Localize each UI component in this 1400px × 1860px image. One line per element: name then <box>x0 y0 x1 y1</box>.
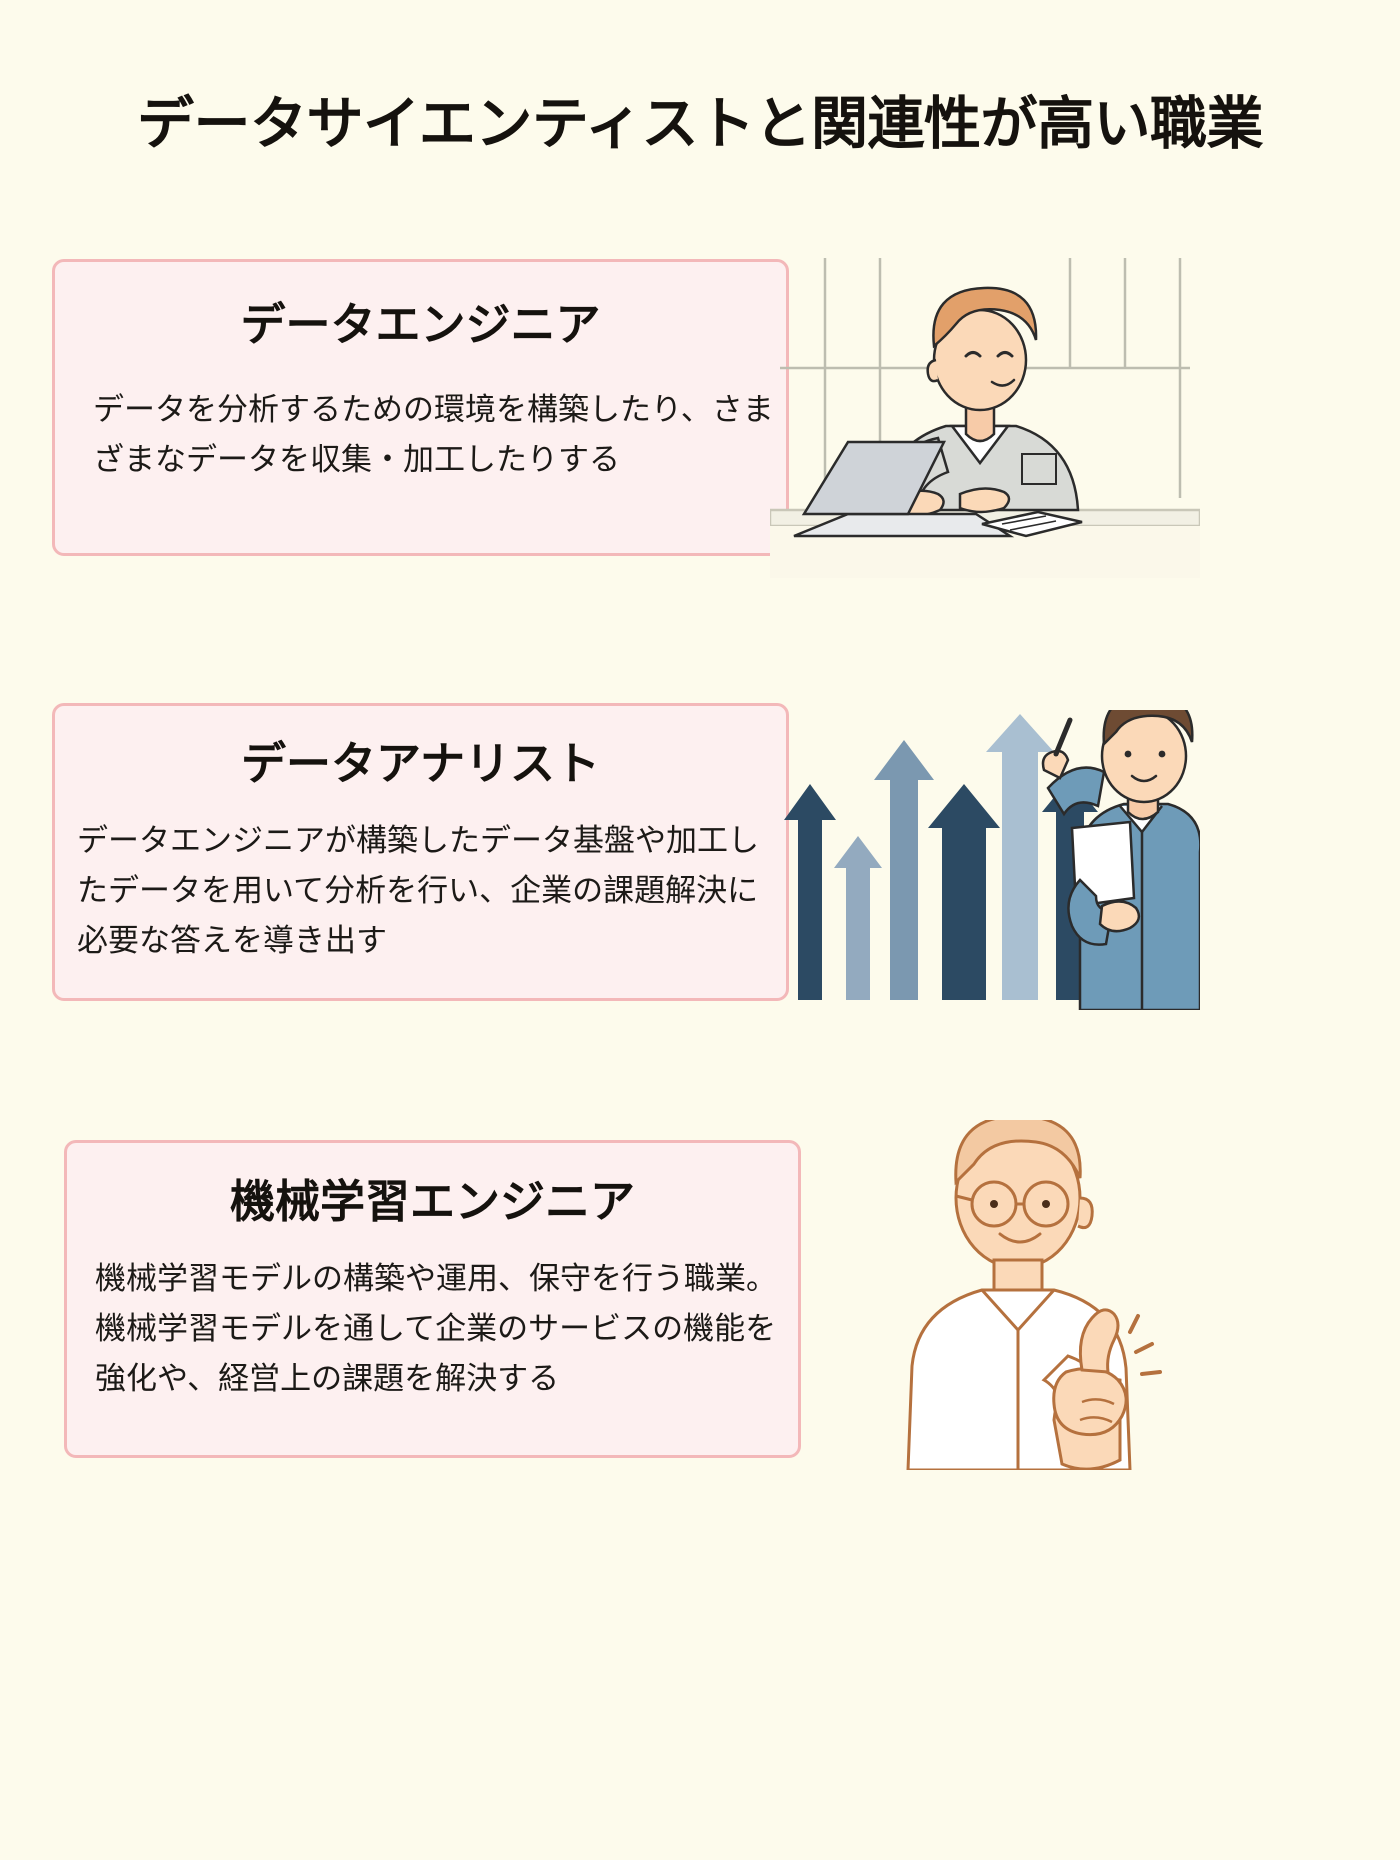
job-card-description: 機械学習モデルの構築や運用、保守を行う職業。機械学習モデルを通して企業のサービス… <box>95 1260 777 1397</box>
person-thumbs-up-illustration <box>830 1114 1190 1472</box>
job-card-data-engineer: データエンジニア データを分析するための環境を構築したり、さまざまなデータを収集… <box>52 259 789 556</box>
job-card-data-analyst: データアナリスト データエンジニアが構築したデータ基盤や加工したデータを用いて分… <box>52 703 789 1001</box>
person-with-growth-arrows-illustration <box>780 692 1202 1012</box>
person-at-laptop-illustration <box>768 248 1202 578</box>
page-title: データサイエンティストと関連性が高い職業 <box>136 92 1264 157</box>
job-card-machine-learning-engineer: 機械学習エンジニア 機械学習モデルの構築や運用、保守を行う職業。機械学習モデルを… <box>64 1140 801 1458</box>
job-card-heading: 機械学習エンジニア <box>229 1176 635 1227</box>
job-card-description: データを分析するための環境を構築したり、さまざまなデータを収集・加工したりする <box>93 391 774 477</box>
job-card-heading: データアナリスト <box>240 738 601 789</box>
job-card-description: データエンジニアが構築したデータ基盤や加工したデータを用いて分析を行い、企業の課… <box>77 822 759 959</box>
job-card-heading: データエンジニア <box>240 299 601 350</box>
